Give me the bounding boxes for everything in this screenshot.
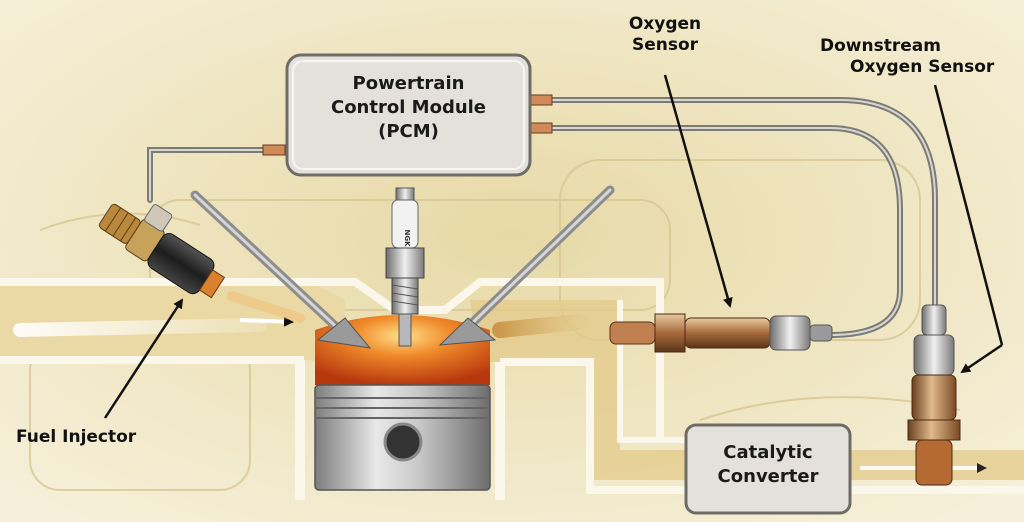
downstream-sensor-body xyxy=(907,304,961,486)
pcm-box xyxy=(285,53,532,177)
combustion-flame xyxy=(315,315,490,385)
catalytic-label-line-1: Catalytic xyxy=(723,442,813,463)
downstream-arrow-head xyxy=(960,343,1003,374)
oxygen-sensor-label-line-2: Sensor xyxy=(631,35,699,55)
downstream-arrow-line xyxy=(933,84,1004,346)
pcm-connector-top xyxy=(529,94,553,106)
callout-arrows xyxy=(103,74,1004,419)
spark-plug-marking: NGK xyxy=(403,229,411,247)
catalytic-label-line-2: Converter xyxy=(717,466,819,487)
catalytic-converter-box xyxy=(684,423,852,515)
exhaust-valve xyxy=(438,185,615,346)
exhaust-inner-wall xyxy=(617,300,690,443)
oxygen-sensor-label: Oxygen Sensor xyxy=(610,14,720,56)
pcm-connector-bottom xyxy=(529,122,553,134)
oxygen-sensor-body xyxy=(609,313,833,353)
spark-plug xyxy=(385,187,425,347)
fuel-injector-body xyxy=(98,203,226,299)
exhaust-port xyxy=(470,300,1024,480)
downstream-label-line-2: Oxygen Sensor xyxy=(850,57,995,77)
pcm-label-line-2: Control Module xyxy=(330,97,487,118)
fuel-spray xyxy=(227,291,305,323)
fuel-injector-arrow xyxy=(103,298,184,419)
catalytic-converter-label: Catalytic Converter xyxy=(687,441,849,489)
intake-airflow-2 xyxy=(13,318,267,337)
pcm-label: Powertrain Control Module (PCM) xyxy=(288,72,529,144)
wiring xyxy=(147,97,938,338)
oxygen-sensor-label-line-1: Oxygen xyxy=(628,14,702,34)
exhaust-flow xyxy=(492,314,588,338)
downstream-label-line-1: Downstream xyxy=(820,36,941,56)
intake-valve xyxy=(190,190,372,349)
oxygen-sensor-arrow xyxy=(663,74,733,308)
pcm-label-line-3: (PCM) xyxy=(378,121,439,142)
chamber-roof xyxy=(300,278,664,440)
pcm-label-line-1: Powertrain xyxy=(352,73,465,94)
fuel-injector-label: Fuel Injector xyxy=(16,427,137,447)
intake-arrow xyxy=(239,316,294,327)
piston xyxy=(314,384,491,491)
downstream-sensor-label: Downstream Oxygen Sensor xyxy=(820,36,994,78)
pcm-connector-left xyxy=(262,144,286,156)
